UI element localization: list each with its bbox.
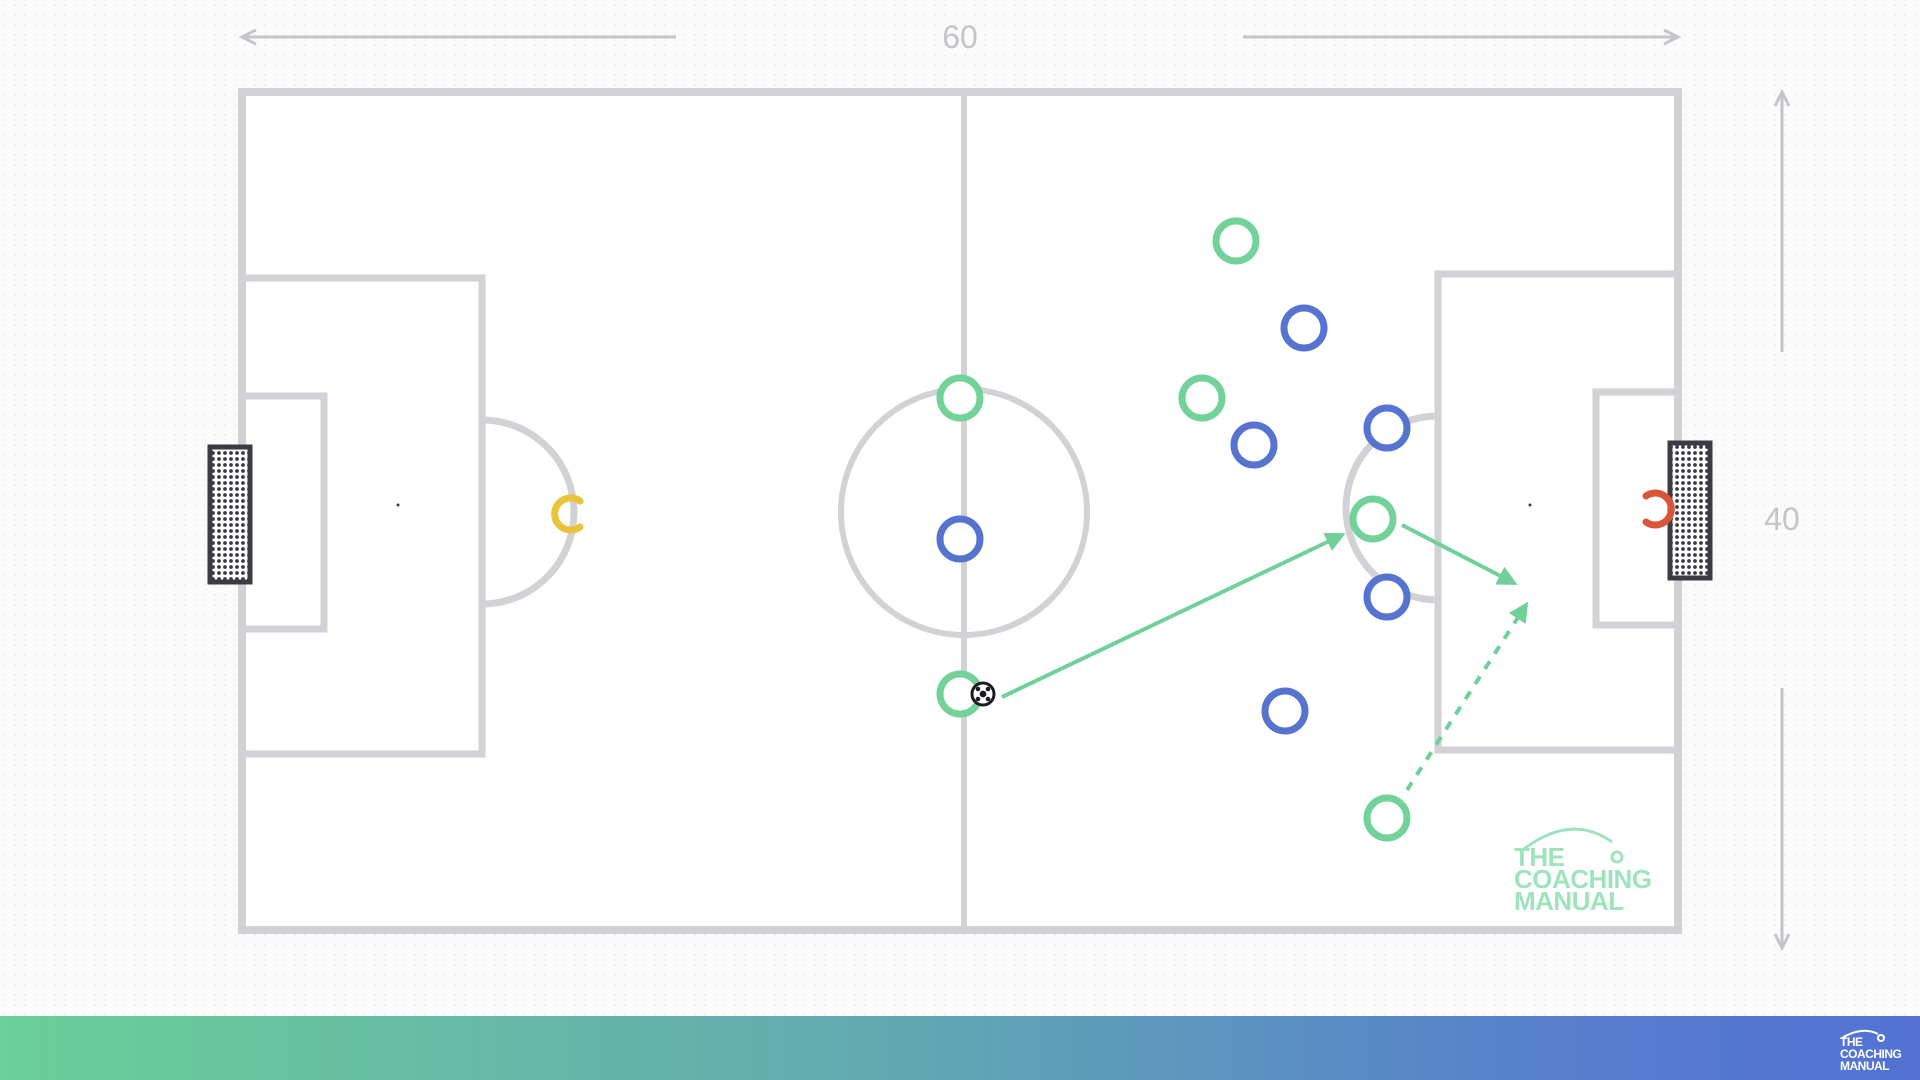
length-arrowhead-left [238,28,257,46]
logo-swoosh [1519,827,1613,854]
player-blue [1261,687,1309,735]
player-green [1212,217,1260,265]
width-arrowhead-top [1773,88,1791,107]
width-dimension: 40 [1764,88,1800,952]
footer-logo-line-2: COACHING [1840,1047,1901,1061]
length-arrowhead-right [1663,28,1682,46]
pitch-outline [238,88,1682,934]
width-arrowhead-bottom [1773,933,1791,952]
right-goal [1667,440,1713,581]
logo-line-3: MANUAL [1514,886,1624,916]
right-penalty-spot [1528,503,1532,507]
footer-bar: THE COACHING MANUAL [0,1016,1920,1080]
goalkeeper-yellow [551,494,584,534]
movement-arrows [1001,523,1529,792]
player-blue [1363,573,1411,621]
run-arrow [1405,601,1529,792]
left-goal [207,444,253,585]
footer-logo-swoosh [1841,1029,1879,1039]
player-blue [936,515,984,563]
pitch [238,88,1682,934]
player-blue [1280,304,1328,352]
blue-team [936,304,1411,735]
left-penalty-arc [481,416,578,608]
pass-arrow-2 [1401,523,1518,585]
goal-net-icon [207,440,1713,585]
left-penalty-spot [396,503,400,507]
width-label: 40 [1764,501,1800,537]
player-green [1363,794,1411,842]
soccer-ball-icon [970,681,996,707]
coaching-manual-logo: THE COACHING MANUAL [1514,827,1652,916]
player-blue [1363,404,1411,452]
player-green [1178,374,1226,422]
goalkeeper-red [1642,489,1675,529]
footer-logo-ball [1877,1034,1885,1042]
footer-logo-line-1: THE [1840,1035,1863,1049]
pass-arrow [1001,532,1346,699]
logo-line-2: COACHING [1514,864,1652,894]
green-team [936,217,1411,842]
length-label: 60 [942,19,978,55]
dimension-markers: 60 40 [238,19,1800,952]
footer-logo-line-3: MANUAL [1840,1059,1889,1073]
footer-logo: THE COACHING MANUAL [1840,1029,1902,1073]
player-blue [1230,421,1278,469]
player-green [936,374,984,422]
length-dimension: 60 [238,19,1682,55]
player-green [1349,495,1397,543]
logo-line-1: THE [1514,842,1565,872]
logo-ball [1610,850,1624,864]
